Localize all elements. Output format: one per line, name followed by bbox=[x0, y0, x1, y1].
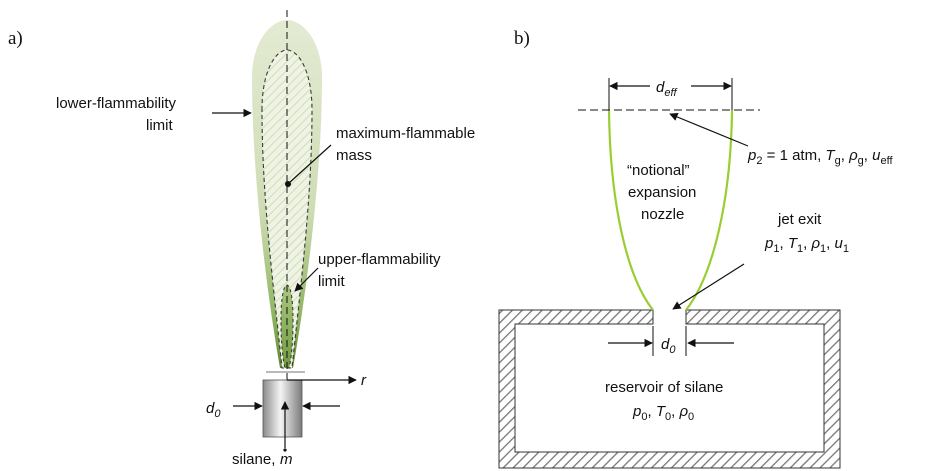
reservoir-conditions: p0, T0, ρ0 bbox=[632, 403, 694, 423]
d0-label-a: d0 bbox=[206, 400, 221, 420]
upper-flammability-core bbox=[280, 284, 294, 369]
mdot-dot bbox=[283, 448, 287, 452]
max-mass-label-line2: mass bbox=[336, 147, 372, 164]
jet-exit-label: jet exit bbox=[777, 211, 822, 228]
jet-exit-pointer bbox=[672, 263, 745, 310]
max-mass-label-line1: maximum-flammable bbox=[336, 125, 475, 142]
notional-nozzle-left bbox=[607, 109, 654, 311]
jet-exit-conditions: p1, T1, ρ1, u1 bbox=[764, 235, 849, 255]
notional-label-line1: “notional” bbox=[627, 162, 690, 179]
silane-pipe bbox=[262, 379, 303, 438]
lower-limit-label-line2: limit bbox=[146, 117, 173, 134]
upper-limit-pointer bbox=[294, 267, 319, 292]
upper-limit-label-line2: limit bbox=[318, 273, 345, 290]
panel-a-label: a) bbox=[8, 28, 23, 49]
silane-label: silane, bbox=[232, 451, 275, 468]
max-mass-dot bbox=[285, 181, 291, 187]
reservoir-label: reservoir of silane bbox=[605, 379, 723, 396]
lower-limit-label-line1: lower-flammability bbox=[56, 95, 177, 112]
d0-label-b: d0 bbox=[661, 336, 676, 356]
notional-label-line3: nozzle bbox=[641, 206, 684, 223]
upper-limit-label-line1: upper-flammability bbox=[318, 251, 441, 268]
notional-label-line2: expansion bbox=[628, 184, 696, 201]
p2-pointer bbox=[669, 112, 749, 147]
mdot-label: m bbox=[280, 451, 293, 468]
deff-label: deff bbox=[656, 79, 678, 99]
r-label: r bbox=[361, 372, 367, 389]
panel-b-label: b) bbox=[514, 28, 530, 49]
p2-conditions: p2 = 1 atm, Tg, ρg, ueff bbox=[747, 147, 893, 167]
notional-nozzle-right bbox=[685, 109, 734, 311]
max-mass-pointer bbox=[288, 144, 332, 184]
